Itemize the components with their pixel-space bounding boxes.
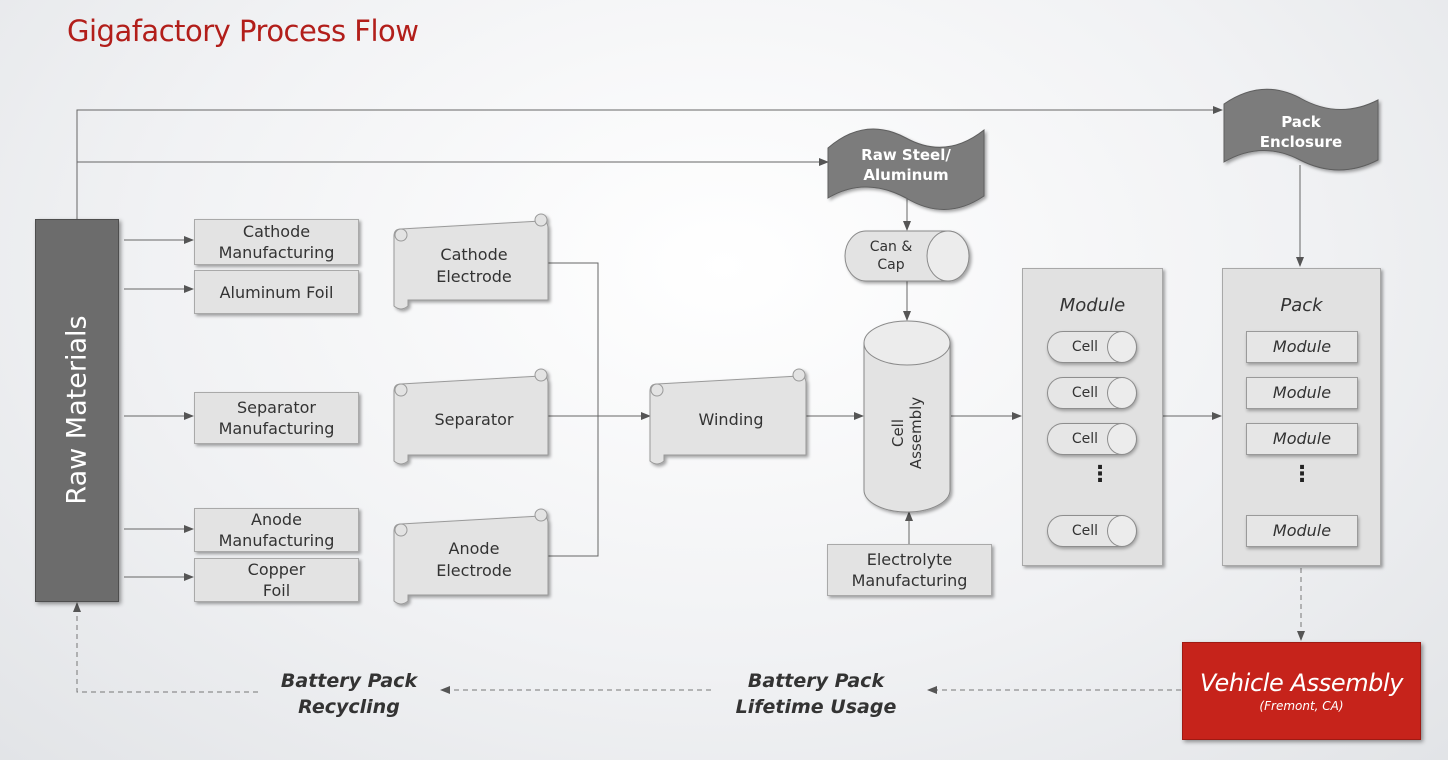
vehicle-assembly-title: Vehicle Assembly — [1199, 669, 1404, 697]
cell-pill: Cell — [1047, 515, 1137, 547]
pack-enclosure-label: Pack Enclosure — [1259, 113, 1343, 151]
electrolyte-manufacturing-box: Electrolyte Manufacturing — [827, 544, 992, 596]
module-container: Module Cell Cell Cell ⋮ Cell — [1022, 268, 1163, 566]
cell-ellipsis: ⋮ — [1089, 462, 1111, 487]
module-item: Module — [1246, 377, 1358, 409]
recycling-label: Battery Pack Recycling — [280, 670, 418, 718]
module-item: Module — [1246, 423, 1358, 455]
cell-pill: Cell — [1047, 377, 1137, 409]
anode-manufacturing-box: Anode Manufacturing — [194, 508, 359, 552]
pack-title: Pack — [1280, 295, 1323, 316]
cell-assembly-cylinder — [863, 320, 951, 513]
can-cap-label: Can & Cap — [869, 239, 913, 273]
winding-scroll — [649, 368, 807, 465]
can-cap-cylinder — [844, 230, 970, 282]
line-cathode-electrode — [548, 262, 599, 416]
copper-foil-box: Copper Foil — [194, 558, 359, 602]
anode-electrode-label: Anode Electrode — [436, 539, 512, 580]
cathode-electrode-label: Cathode Electrode — [436, 245, 512, 286]
module-item: Module — [1246, 515, 1358, 547]
module-ellipsis: ⋮ — [1291, 462, 1313, 487]
raw-materials-block — [35, 219, 119, 602]
winding-label: Winding — [698, 410, 764, 429]
separator-label: Separator — [434, 410, 514, 429]
cathode-electrode-scroll — [393, 213, 549, 310]
module-item: Module — [1246, 331, 1358, 363]
aluminum-foil-box: Aluminum Foil — [194, 270, 359, 314]
raw-steel-flag — [827, 128, 985, 210]
line-to-pack-enclosure — [76, 106, 1223, 219]
vehicle-assembly-box: Vehicle Assembly (Fremont, CA) — [1182, 642, 1421, 740]
vehicle-assembly-location: (Fremont, CA) — [1259, 699, 1344, 713]
separator-manufacturing-box: Separator Manufacturing — [194, 392, 359, 444]
line-anode-electrode — [548, 416, 599, 557]
cell-pill: Cell — [1047, 331, 1137, 363]
cell-assembly-label: Cell Assembly — [889, 396, 925, 470]
cell-pill: Cell — [1047, 423, 1137, 455]
raw-steel-label: Raw Steel/ Aluminum — [861, 146, 951, 184]
page-title: Gigafactory Process Flow — [67, 14, 419, 48]
anode-electrode-scroll — [393, 508, 549, 605]
pack-container: Pack Module Module Module ⋮ Module — [1222, 268, 1381, 566]
separator-scroll — [393, 368, 549, 465]
dashed-recycling-to-raw — [73, 602, 258, 693]
lifetime-usage-label: Battery Pack Lifetime Usage — [735, 670, 897, 718]
cathode-manufacturing-box: Cathode Manufacturing — [194, 219, 359, 265]
module-title: Module — [1059, 295, 1126, 316]
pack-enclosure-flag — [1223, 88, 1379, 171]
